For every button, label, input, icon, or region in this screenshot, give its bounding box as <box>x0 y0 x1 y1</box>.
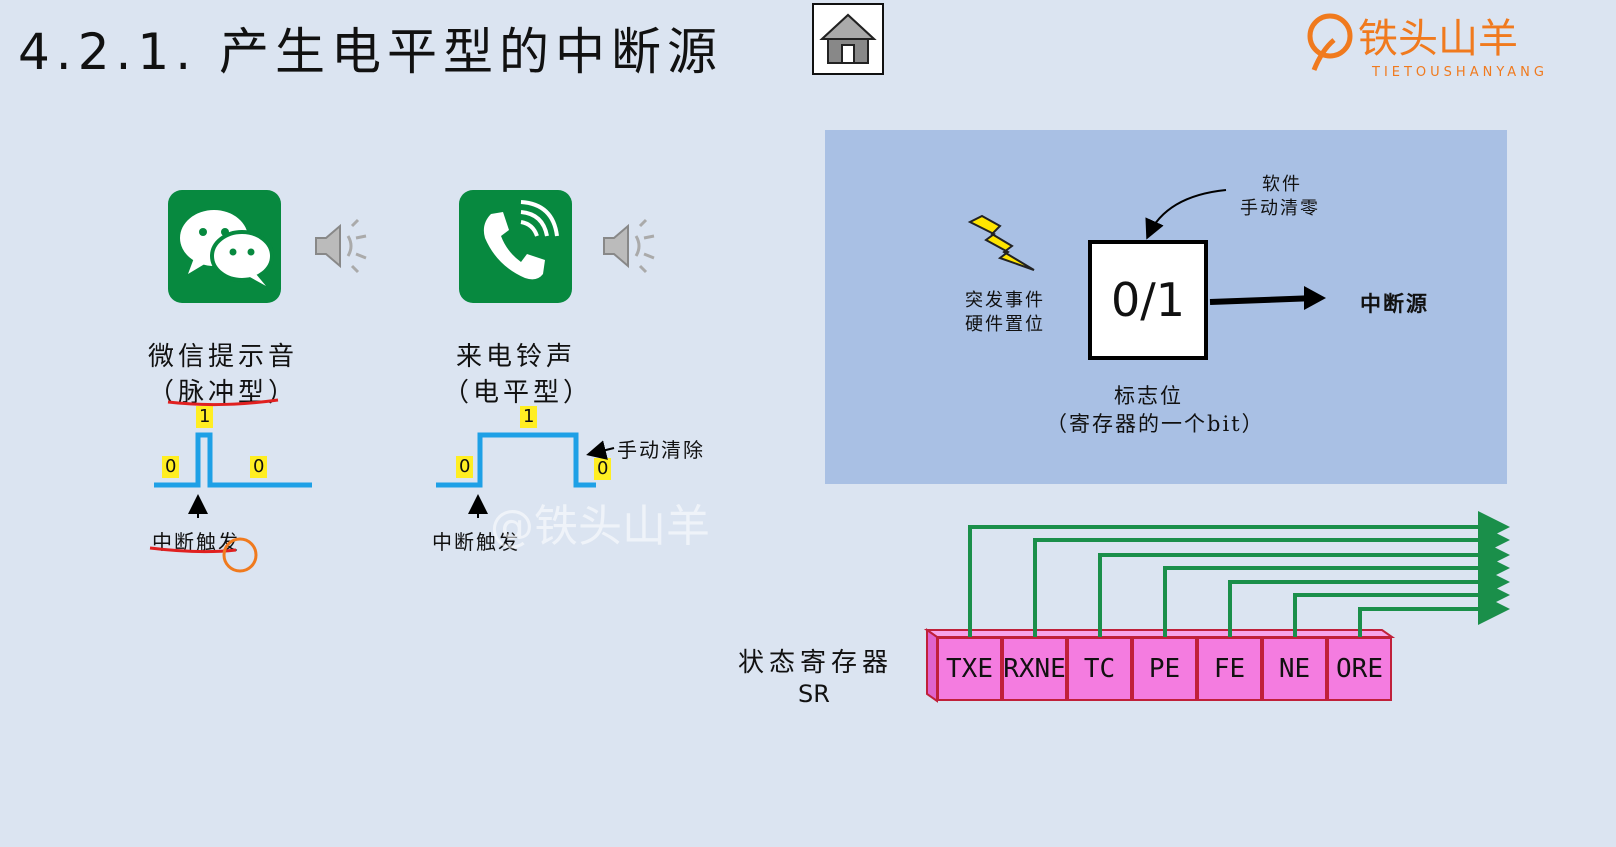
flag-bit-value: 0/1 <box>1110 273 1186 327</box>
txe-signal <box>968 511 1510 637</box>
flag-description: （寄存器的一个bit） <box>1046 412 1265 436</box>
page-title: 4.2.1. 产生电平型的中断源 <box>18 23 724 81</box>
brand-logo: 铁头山羊 TIETOUSHANYANG <box>1300 10 1600 80</box>
logo-subtitle: TIETOUSHANYANG <box>1371 65 1548 80</box>
pulse-bit-low-right: 0 <box>250 456 268 478</box>
level-trigger-label: 中断触发 <box>432 530 520 554</box>
sr-bit-txe: TXE <box>937 637 1002 701</box>
level-clear-label: 手动清除 <box>617 438 705 462</box>
level-bit-low-left: 0 <box>456 456 474 478</box>
level-caption-title: 来电铃声 <box>456 342 577 372</box>
flag-label: 标志位 <box>1114 384 1183 408</box>
ore-signal <box>1358 593 1510 637</box>
logo-text: 铁头山羊 <box>1358 16 1518 62</box>
sr-bit-fe: FE <box>1197 637 1262 701</box>
fe-signal <box>1228 566 1510 637</box>
interrupt-source-label: 中断源 <box>1360 291 1429 316</box>
software-label-line2: 手动清零 <box>1240 198 1320 219</box>
speaker-icon <box>600 218 660 278</box>
pulse-caption-type: （脉冲型） <box>148 378 299 408</box>
level-bit-high: 1 <box>520 406 538 428</box>
tc-signal <box>1098 539 1510 637</box>
status-register-abbr: SR <box>798 680 830 708</box>
event-label-line1: 突发事件 <box>965 290 1045 311</box>
pe-signal <box>1163 552 1510 637</box>
pulse-bit-high: 1 <box>196 406 214 428</box>
level-bit-low-right: 0 <box>594 458 612 480</box>
ne-signal <box>1293 579 1510 637</box>
level-caption-type: （电平型） <box>443 378 594 408</box>
pulse-caption-title: 微信提示音 <box>148 342 299 372</box>
pulse-trigger-label: 中断触发 <box>152 530 240 554</box>
status-register-label: 状态寄存器 <box>738 648 894 678</box>
phone-icon <box>459 190 572 303</box>
sr-bit-rxne: RXNE <box>1002 637 1067 701</box>
home-button[interactable] <box>812 3 884 75</box>
pulse-bit-low-left: 0 <box>162 456 180 478</box>
sr-bit-ne: NE <box>1262 637 1327 701</box>
sr-bit-tc: TC <box>1067 637 1132 701</box>
event-label-line2: 硬件置位 <box>965 314 1045 335</box>
sr-bit-ore: ORE <box>1327 637 1392 701</box>
wechat-icon <box>168 190 281 303</box>
sr-bit-pe: PE <box>1132 637 1197 701</box>
flag-bit-box: 0/1 <box>1088 240 1208 360</box>
home-icon <box>819 13 877 64</box>
software-label-line1: 软件 <box>1262 174 1302 195</box>
rxne-signal <box>1033 524 1510 637</box>
watermark: @铁头山羊 <box>490 501 710 552</box>
speaker-icon <box>312 218 372 278</box>
level-clear-arrow <box>586 440 615 460</box>
